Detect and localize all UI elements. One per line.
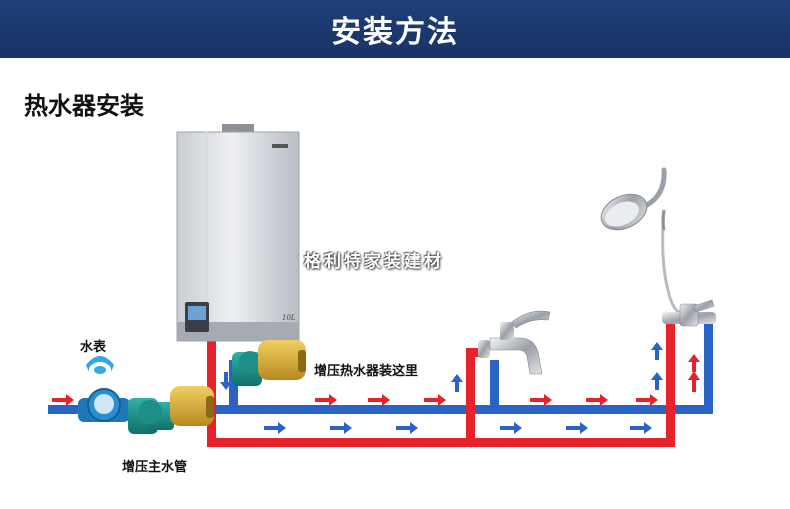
watermark: 格利特家装建材 <box>304 252 444 272</box>
water-heater-icon: 10L <box>176 124 300 342</box>
heater-capacity: 10L <box>282 314 296 322</box>
label-main-booster: 增压主水管 <box>122 460 188 475</box>
label-water-meter: 水表 <box>80 340 107 355</box>
heater-booster-pump-icon <box>232 340 306 386</box>
header-banner: 安装方法 <box>0 0 790 58</box>
water-meter-icon <box>78 356 130 422</box>
mixer-valve-icon <box>662 299 716 327</box>
flow-arrows <box>52 342 700 434</box>
section-title: 热水器安装 <box>24 92 144 120</box>
cold-water-pipes <box>48 322 713 414</box>
booster-pump-icon <box>128 386 214 434</box>
shower-icon <box>600 167 683 316</box>
banner-title: 安装方法 <box>331 15 459 50</box>
label-heater-booster: 增压热水器装这里 <box>314 364 419 379</box>
faucet-icon <box>478 310 551 375</box>
